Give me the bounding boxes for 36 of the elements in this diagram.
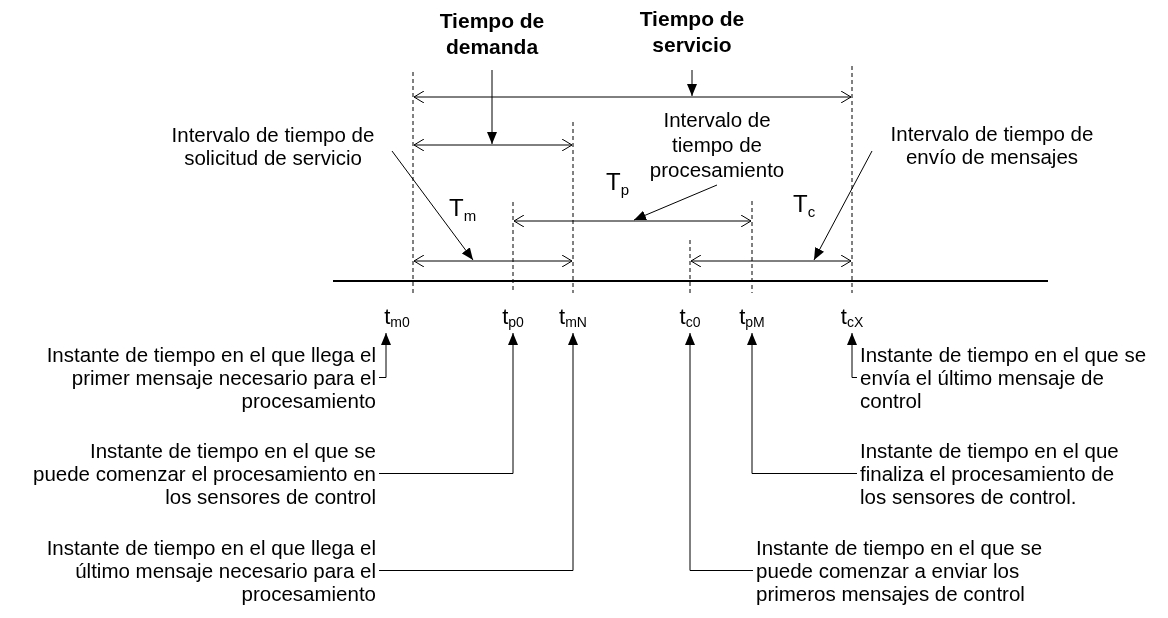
callout-text: Intervalo de tiempo de envío de mensajes: [869, 122, 1115, 168]
callout-text: Instante de tiempo en el que llega el último mensaje necesario para el procesamiento: [0, 536, 376, 605]
leader-arrow: [847, 332, 858, 378]
callout-text: Instante de tiempo en el que se puede comenzar el procesamiento en los sensores de control: [28, 439, 376, 508]
interval-symbol: T$_{m}$: [449, 194, 477, 226]
time-label: t$_{p0}$: [488, 303, 538, 336]
time-label: t$_{c0}$: [665, 303, 715, 336]
callout-text: Instante de tiempo en el que llega el primer mensaje necesario para el procesamiento: [0, 343, 376, 412]
interval-title: Tiempo de servicio: [622, 6, 762, 58]
leader-arrow: [378, 332, 578, 571]
callout-text: Instante de tiempo en el que finaliza el procesamiento de los sensores de control.: [860, 439, 1138, 508]
dimension-line: [413, 90, 852, 104]
time-label: t$_{pM}$: [727, 303, 777, 336]
dimension-line: [690, 254, 852, 268]
dimension-line: [413, 138, 573, 152]
interval-symbol: T$_{p}$: [606, 168, 629, 200]
time-label: t$_{mN}$: [548, 303, 598, 336]
leader-arrow: [685, 332, 754, 571]
time-label: t$_{cX}$: [827, 303, 877, 336]
interval-title: Tiempo de demanda: [422, 8, 562, 60]
dimension-line: [513, 214, 752, 228]
leader-arrow: [633, 184, 718, 221]
time-label: t$_{m0}$: [372, 303, 422, 336]
callout-text: Instante de tiempo en el que se puede comenzar a enviar los primeros mensajes de control: [756, 536, 1074, 605]
leader-arrow: [487, 69, 497, 145]
leader-arrow: [747, 332, 858, 474]
interval-symbol: T$_{c}$: [793, 190, 816, 222]
callout-text: Instante de tiempo en el que se envía el último mensaje de control: [860, 343, 1166, 412]
leader-arrow: [378, 332, 518, 474]
callout-text: Intervalo de tiempo de procesamiento: [636, 107, 798, 182]
leader-arrow: [378, 332, 391, 378]
callout-text: Intervalo de tiempo de solicitud de servicio: [150, 123, 396, 169]
leader-arrow: [813, 150, 873, 261]
leader-arrow: [391, 150, 474, 261]
leader-arrow: [687, 69, 697, 97]
dimension-line: [413, 254, 573, 268]
